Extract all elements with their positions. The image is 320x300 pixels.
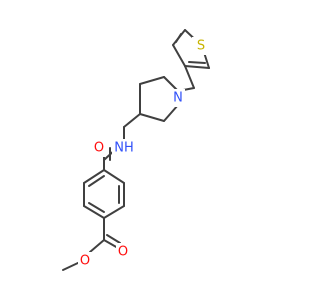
amide-nitrogen-label: NH [114, 141, 134, 156]
bond-benz-3-4 [103, 205, 125, 219]
bond-benz-6-1 [83, 169, 105, 184]
bond-thiophene-c4-c3 [172, 44, 186, 67]
bond-ester-c-o-double [103, 239, 119, 249]
bond-ester-o-methyl [62, 261, 81, 271]
bond-layer [62, 29, 210, 271]
piperidine-nitrogen-label: N [173, 91, 183, 106]
bond-ester-c-o-single [89, 239, 105, 253]
bond-thiophene-c3-c2-double [188, 61, 206, 64]
bond-ester-c-o-double-2 [106, 234, 121, 244]
ester-carbonyl-oxygen-label: O [118, 245, 128, 260]
ester-ether-oxygen-label: O [80, 254, 90, 269]
bond-benz-4-5-double [88, 202, 105, 213]
molecule-structure: S N NH O O O [62, 29, 210, 271]
bond-benz-6-1-double [88, 175, 105, 187]
bond-pip-c4-c5 [139, 113, 165, 122]
carbonyl-oxygen-label: O [94, 141, 104, 156]
bond-pip-c5-c6 [163, 104, 179, 122]
bond-thiophene-c5-c4-double [175, 33, 182, 43]
bond-benz-4-5 [83, 205, 105, 219]
atom-label-layer: S N NH O O O [78, 37, 208, 270]
bond-pip-n-c2 [163, 76, 179, 92]
bond-benz-1-2 [103, 169, 125, 184]
bond-thiophene-c3-c2 [184, 65, 210, 69]
bond-thiophene-ch2 [184, 65, 195, 89]
bond-pip-c4-ch2 [123, 113, 141, 128]
thiophene-sulfur-label: S [197, 39, 205, 54]
bond-pip-c2-c3 [139, 76, 165, 85]
